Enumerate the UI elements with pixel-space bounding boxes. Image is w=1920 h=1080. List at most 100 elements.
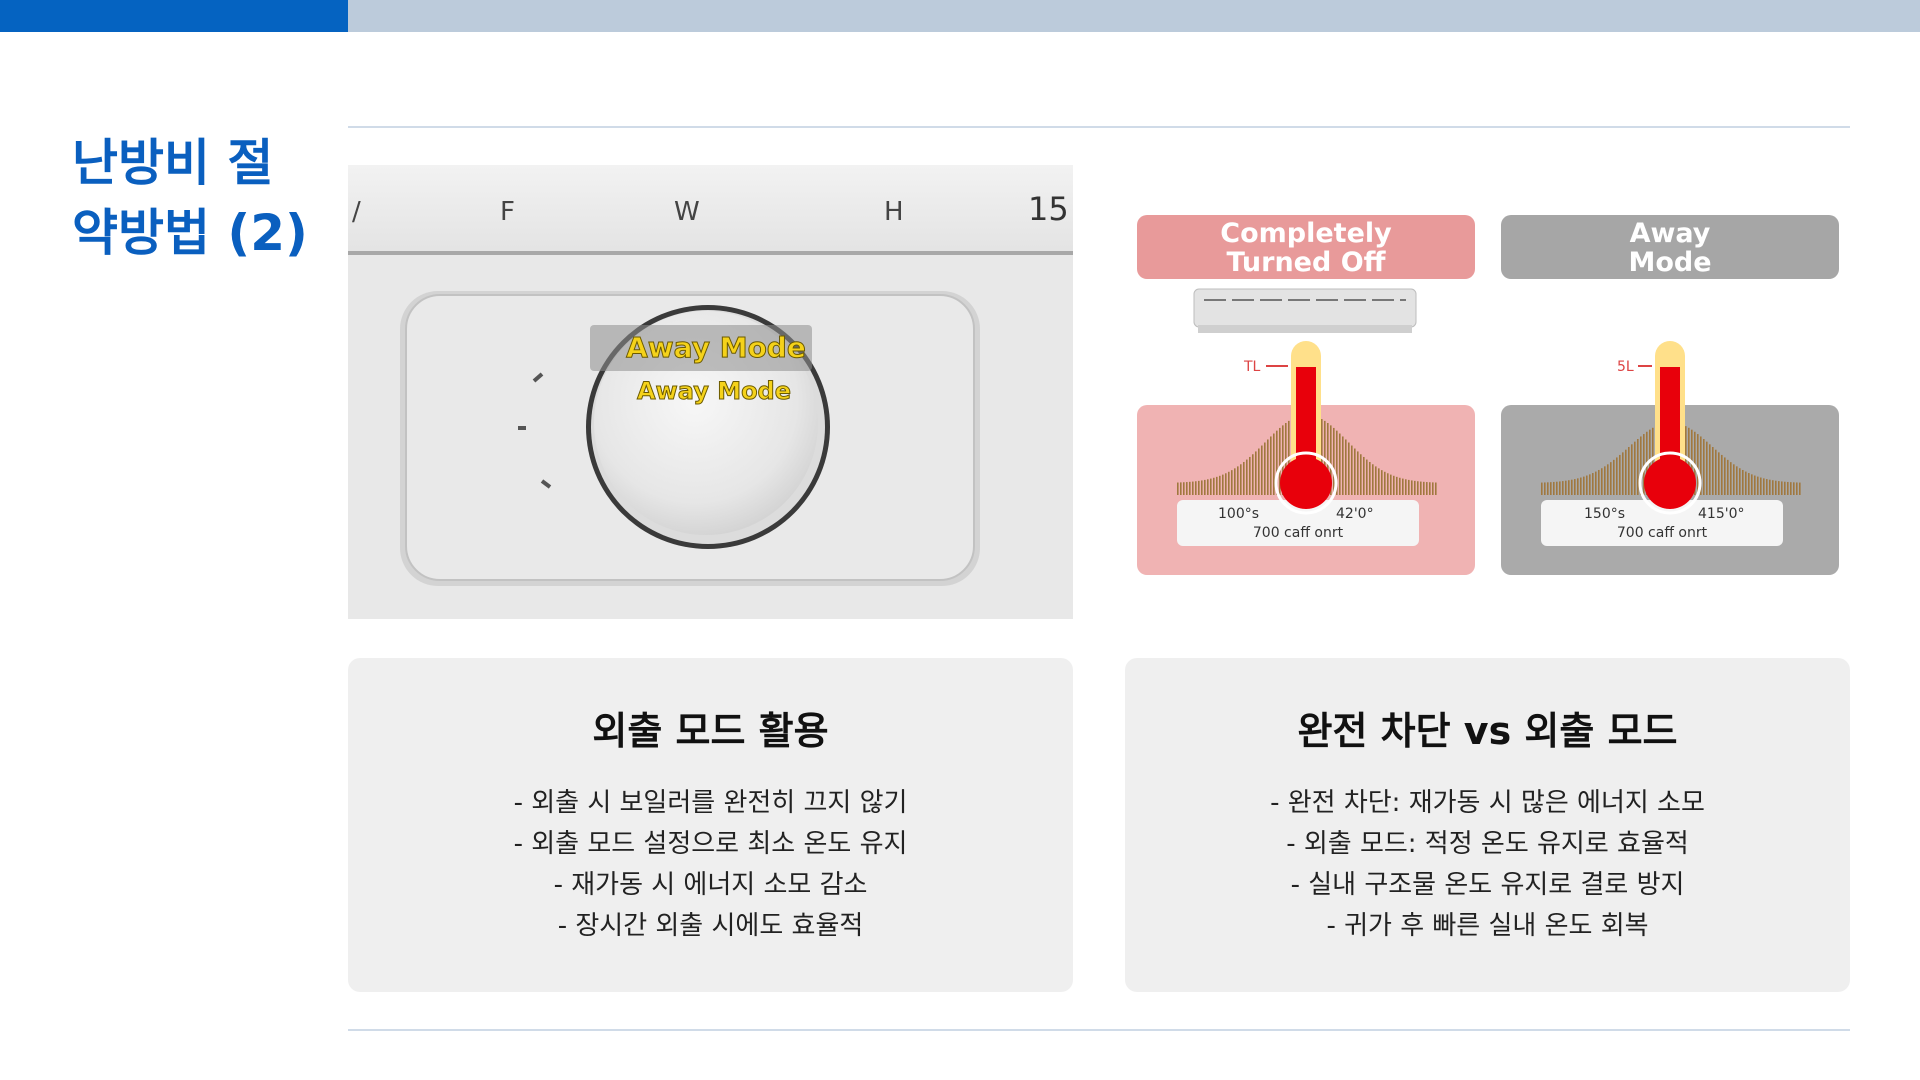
decorative-bar bbox=[1264, 442, 1266, 495]
decorative-bar bbox=[1598, 469, 1600, 495]
decorative-bar bbox=[1652, 427, 1654, 495]
decorative-bar bbox=[1372, 464, 1374, 495]
card-bullet: - 장시간 외출 시에도 효율적 bbox=[557, 911, 864, 941]
decorative-bar bbox=[1781, 481, 1783, 495]
decorative-bar bbox=[1571, 479, 1573, 495]
decorative-bar bbox=[1556, 481, 1558, 495]
stat-value: 100°s bbox=[1218, 506, 1259, 522]
decorative-bar bbox=[1613, 459, 1615, 495]
decorative-bar bbox=[1414, 480, 1416, 495]
decorative-bar bbox=[1348, 442, 1350, 495]
radiator-icon bbox=[1193, 288, 1417, 328]
decorative-bar bbox=[1366, 459, 1368, 495]
decorative-bar bbox=[1207, 479, 1209, 495]
away-mode-panel: Away Mode 150°s 415'0° 700 caff onrt 5L bbox=[1501, 215, 1839, 575]
decorative-bar bbox=[1375, 466, 1377, 495]
decorative-bar bbox=[1282, 425, 1284, 495]
decorative-bar bbox=[1712, 447, 1714, 495]
stat-value: 700 caff onrt bbox=[1253, 525, 1344, 541]
mode-comparison-infographic: Completely Turned Off 100°s 42'0° 700 ca… bbox=[1128, 205, 1850, 585]
stat-value: 42'0° bbox=[1336, 506, 1374, 522]
decorative-bar bbox=[1423, 481, 1425, 495]
scale-strip bbox=[348, 165, 1073, 255]
thermometer-label: 5L bbox=[1617, 359, 1634, 375]
scale-label: H bbox=[884, 197, 904, 227]
decorative-bar bbox=[1234, 468, 1236, 495]
decorative-bar bbox=[1724, 457, 1726, 495]
card-bullet: - 실내 구조물 온도 유지로 결로 방지 bbox=[1290, 870, 1685, 900]
decorative-bar bbox=[1186, 482, 1188, 495]
decorative-bar bbox=[1261, 445, 1263, 495]
decorative-bar bbox=[1201, 480, 1203, 495]
header-accent-bar bbox=[0, 0, 348, 32]
decorative-bar bbox=[1411, 480, 1413, 495]
decorative-bar bbox=[1706, 441, 1708, 495]
decorative-bar bbox=[1727, 459, 1729, 495]
decorative-bar bbox=[1784, 481, 1786, 495]
card-bullet: - 완전 차단: 재가동 시 많은 에너지 소모 bbox=[1270, 788, 1705, 818]
decorative-bar bbox=[1751, 474, 1753, 495]
decorative-bar bbox=[1351, 445, 1353, 495]
panel-header bbox=[1137, 215, 1475, 279]
decorative-bar bbox=[1622, 452, 1624, 495]
decorative-bar bbox=[1739, 468, 1741, 495]
decorative-bar bbox=[1607, 464, 1609, 495]
decorative-bar bbox=[1420, 481, 1422, 495]
decorative-bar bbox=[1276, 430, 1278, 495]
decorative-bar bbox=[1330, 425, 1332, 495]
decorative-bar bbox=[1775, 480, 1777, 495]
decorative-bar bbox=[1565, 480, 1567, 495]
decorative-bar bbox=[1793, 482, 1795, 495]
decorative-bar bbox=[1336, 430, 1338, 495]
decorative-bar bbox=[1562, 481, 1564, 495]
decorative-bar bbox=[1580, 477, 1582, 495]
card-title: 완전 차단 vs 외출 모드 bbox=[1297, 709, 1678, 753]
decorative-bar bbox=[1700, 436, 1702, 495]
thermometer-icon bbox=[1274, 341, 1338, 515]
stats-box bbox=[1541, 500, 1783, 546]
decorative-bar bbox=[1204, 479, 1206, 495]
decorative-bar bbox=[1327, 423, 1329, 495]
header-bar bbox=[348, 0, 1920, 32]
card-bullet: - 귀가 후 빠른 실내 온도 회복 bbox=[1326, 911, 1649, 941]
decorative-bar bbox=[1417, 481, 1419, 495]
decorative-bar bbox=[1559, 481, 1561, 495]
thermometer-icon bbox=[1638, 341, 1702, 515]
decorative-bar bbox=[1225, 473, 1227, 495]
decorative-bar bbox=[1435, 482, 1437, 495]
decorative-bar bbox=[1769, 479, 1771, 495]
decorative-bar bbox=[1357, 451, 1359, 495]
decorative-bar bbox=[1796, 482, 1798, 495]
decorative-bar bbox=[1339, 433, 1341, 495]
decorative-bar bbox=[1402, 478, 1404, 495]
card-bullet-list: - 완전 차단: 재가동 시 많은 에너지 소모 - 외출 모드: 적정 온도 … bbox=[1125, 783, 1850, 947]
decorative-bar bbox=[1625, 449, 1627, 495]
card-bullet: - 외출 시 보일러를 완전히 끄지 않기 bbox=[513, 788, 908, 818]
decorative-bar bbox=[1252, 454, 1254, 495]
thermometer-label: TL bbox=[1243, 359, 1261, 375]
decorative-bar bbox=[1408, 479, 1410, 495]
decorative-bar bbox=[1273, 433, 1275, 495]
card-bullet: - 재가동 시 에너지 소모 감소 bbox=[553, 870, 868, 900]
decorative-bar bbox=[1574, 479, 1576, 495]
slide-title: 난방비 절 약방법 (2) bbox=[72, 134, 308, 262]
thermostat-illustration: / F W H 15 Away Mode Away Mode bbox=[348, 165, 1073, 619]
decorative-bar bbox=[1799, 482, 1801, 495]
card-bullet-list: - 외출 시 보일러를 완전히 끄지 않기 - 외출 모드 설정으로 최소 온도… bbox=[348, 783, 1073, 947]
card-title: 외출 모드 활용 bbox=[592, 709, 829, 753]
decorative-bar bbox=[1384, 471, 1386, 495]
decorative-bar bbox=[1787, 481, 1789, 495]
card-bullet: - 외출 모드: 적정 온도 유지로 효율적 bbox=[1286, 829, 1689, 859]
decorative-bar bbox=[1342, 436, 1344, 495]
decorative-bar bbox=[1426, 482, 1428, 495]
decorative-bar bbox=[1270, 436, 1272, 495]
decorative-bar bbox=[1583, 476, 1585, 495]
decorative-bar bbox=[1718, 452, 1720, 495]
away-mode-overlay-label: Away Mode bbox=[626, 331, 806, 364]
scale-label: 15 bbox=[1028, 190, 1069, 228]
decorative-bar bbox=[1790, 482, 1792, 495]
decorative-bar bbox=[1399, 477, 1401, 495]
decorative-bar bbox=[1195, 481, 1197, 495]
decorative-bar bbox=[1628, 447, 1630, 495]
decorative-bar bbox=[1381, 470, 1383, 495]
